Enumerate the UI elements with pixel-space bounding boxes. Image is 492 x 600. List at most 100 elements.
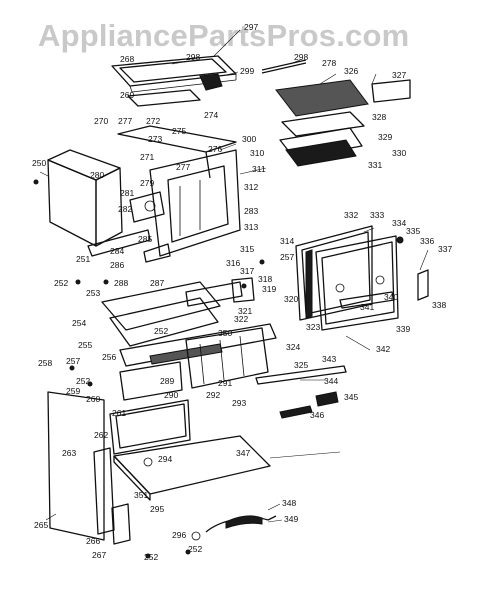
part-number: 285 [138,234,152,244]
part-number: 333 [370,210,384,220]
part-number: 314 [280,236,294,246]
part-number: 253 [86,288,100,298]
part-number: 331 [368,160,382,170]
top-panel-assembly [111,55,307,107]
part-number: 276 [208,144,222,154]
part-number: 284 [110,246,124,256]
part-number: 255 [78,340,92,350]
grate-assembly [275,79,411,167]
part-number: 323 [306,322,320,332]
part-number: 324 [286,342,300,352]
part-number-labels: 297 268 298 299 298 278 326 327 269 274 … [32,22,452,562]
part-number: 296 [172,530,186,540]
part-number: 298 [294,52,308,62]
part-number: 326 [344,66,358,76]
leader-lines [39,29,429,523]
part-number: 316 [226,258,240,268]
part-number: 292 [206,390,220,400]
part-number: 318 [258,274,272,284]
part-number: 279 [140,178,154,188]
part-number: 272 [146,116,160,126]
part-number: 310 [250,148,264,158]
part-number: 334 [392,218,406,228]
part-number: 273 [148,134,162,144]
part-number: 260 [86,394,100,404]
fasteners [33,179,265,559]
part-number: 252 [144,552,158,562]
part-number: 293 [232,398,246,408]
part-number: 259 [66,386,80,396]
door-assembly [295,225,429,331]
drawer-assembly [101,277,277,401]
part-number: 281 [120,188,134,198]
part-number: 275 [172,126,186,136]
part-number: 345 [344,392,358,402]
lower-panels [47,365,347,545]
part-number: 282 [118,204,132,214]
part-number: 342 [376,344,390,354]
part-number: 313 [244,222,258,232]
part-number: 346 [310,410,324,420]
part-number: 283 [244,206,258,216]
part-number: 299 [240,66,254,76]
part-number: 340 [384,292,398,302]
part-number: 351 [134,490,148,500]
watermark-text: AppliancePartsPros.com [38,18,409,53]
part-number: 347 [236,448,250,458]
part-number: 261 [112,408,126,418]
part-number: 298 [186,52,200,62]
part-number: 252 [54,278,68,288]
part-number: 251 [76,254,90,264]
part-number: 341 [360,302,374,312]
part-number: 291 [218,378,232,388]
part-number: 252 [188,544,202,554]
part-number: 258 [38,358,52,368]
part-number: 290 [164,390,178,400]
part-number: 297 [244,22,258,32]
part-number: 287 [150,278,164,288]
part-number: 295 [150,504,164,514]
part-number: 335 [406,226,420,236]
part-number: 349 [284,514,298,524]
part-number: 337 [438,244,452,254]
part-number: 252 [76,376,90,386]
part-number: 327 [392,70,406,80]
part-number: 280 [90,170,104,180]
part-number: 257 [280,252,294,262]
part-number: 268 [120,54,134,64]
part-number: 329 [378,132,392,142]
part-number: 332 [344,210,358,220]
part-number: 328 [372,112,386,122]
part-number: 278 [322,58,336,68]
part-number: 263 [62,448,76,458]
part-number: 266 [86,536,100,546]
part-number: 339 [396,324,410,334]
part-number: 254 [72,318,86,328]
part-number: 336 [420,236,434,246]
part-number: 300 [242,134,256,144]
part-number: 330 [392,148,406,158]
part-number: 277 [176,162,190,172]
part-number: 267 [92,550,106,560]
part-number: 321 [238,306,252,316]
part-number: 286 [110,260,124,270]
part-number: 277 [118,116,132,126]
part-number: 322 [234,314,248,324]
part-number: 270 [94,116,108,126]
part-number: 319 [262,284,276,294]
part-number: 265 [34,520,48,530]
part-number: 312 [244,182,258,192]
part-number: 294 [158,454,172,464]
part-number: 262 [94,430,108,440]
oven-body [47,125,241,263]
part-number: 350 [218,328,232,338]
part-number: 250 [32,158,46,168]
part-number: 274 [204,110,218,120]
part-number: 348 [282,498,296,508]
part-number: 315 [240,244,254,254]
part-number: 288 [114,278,128,288]
part-number: 311 [252,164,266,174]
part-number: 325 [294,360,308,370]
part-number: 252 [154,326,168,336]
